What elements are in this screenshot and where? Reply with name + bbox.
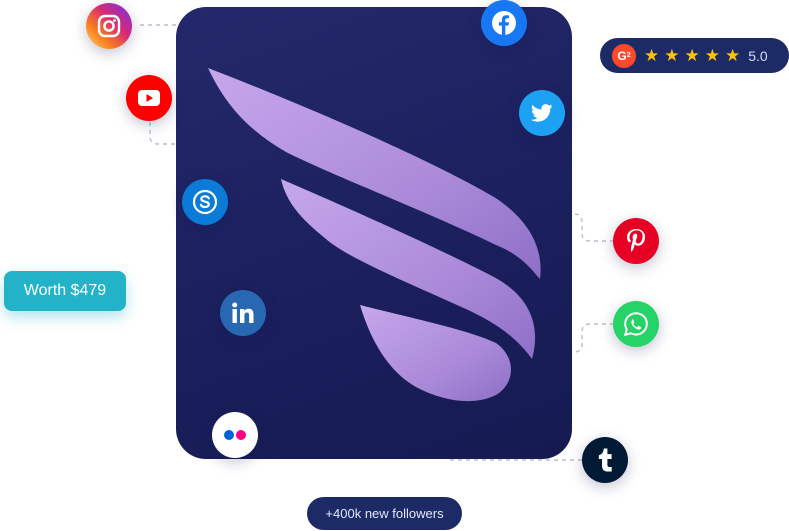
followers-badge: +400k new followers xyxy=(307,497,462,530)
facebook-icon xyxy=(492,11,516,35)
star-icon: ★ xyxy=(725,45,741,65)
tumblr-bubble[interactable] xyxy=(582,437,628,483)
facebook-bubble[interactable] xyxy=(481,0,527,46)
instagram-bubble[interactable] xyxy=(86,3,132,49)
linkedin-bubble[interactable] xyxy=(220,290,266,336)
tumblr-icon xyxy=(598,448,612,472)
worth-badge: Worth $479 xyxy=(4,271,126,311)
flickr-bubble[interactable] xyxy=(212,412,258,458)
youtube-icon xyxy=(138,90,160,106)
brand-card xyxy=(176,7,572,459)
g2-logo-letter: G xyxy=(617,48,627,63)
brand-logo-icon xyxy=(208,68,541,402)
rating-value: 5.0 xyxy=(748,47,768,64)
instagram-icon xyxy=(97,14,121,38)
pinterest-icon xyxy=(627,229,646,252)
skype-icon xyxy=(192,189,218,215)
star-icon: ★ xyxy=(644,45,660,65)
youtube-bubble[interactable] xyxy=(126,75,172,121)
g2-logo-sup: 2 xyxy=(626,52,631,59)
whatsapp-bubble[interactable] xyxy=(613,301,659,347)
skype-bubble[interactable] xyxy=(182,179,228,225)
whatsapp-icon xyxy=(623,312,648,337)
linkedin-icon xyxy=(232,302,254,323)
star-icon: ★ xyxy=(664,45,680,65)
twitter-icon xyxy=(531,104,553,122)
star-icon: ★ xyxy=(704,45,720,65)
flickr-icon xyxy=(224,430,246,440)
twitter-bubble[interactable] xyxy=(519,90,565,136)
pinterest-bubble[interactable] xyxy=(613,218,659,264)
star-icon: ★ xyxy=(684,45,700,65)
